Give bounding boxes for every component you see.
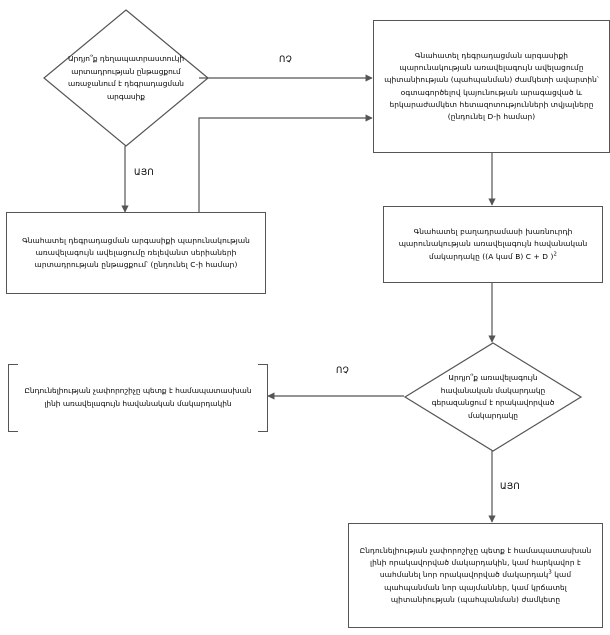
footnote-marker-2: 2 [553,251,557,258]
edge-label-top-yes: ԱՅՈ [134,168,155,178]
edge-left-to-topright [198,114,373,212]
decision-exceeds-qualified-level[interactable]: Արդյո՞ք առավելագույն հավանական մակարդակը… [403,342,583,452]
box-acceptance-criterion-qualified-label-b: կամ պահպանման նոր պայմաններ, կամ կրճատել… [384,570,572,604]
decision-degradation-product-label: Արդյո՞ք դեղապատրաստուկի արտադրության ընթ… [67,53,185,101]
box-evaluate-shelf-life-increase-label: Գնահատել դեգրադացման արգասիքի պարունակու… [384,50,599,121]
box-evaluate-shelf-life-increase[interactable]: Գնահատել դեգրադացման արգասիքի պարունակու… [373,20,610,153]
edge-label-top-no: ՈՉ [279,55,293,65]
decision-degradation-product[interactable]: Արդյո՞ք դեղապատրաստուկի արտադրության ընթ… [42,8,210,148]
box-acceptance-criterion-max-probable[interactable]: Ընդունելիության չափորոշիչը պետք է համապա… [8,364,268,432]
box-evaluate-max-probable-level[interactable]: Գնահատել բաղադրամասի խառնուրդի պարունակո… [383,206,603,283]
decision-exceeds-qualified-level-label: Արդյո՞ք առավելագույն հավանական մակարդակը… [431,372,555,420]
box-evaluate-manufacturing-increase-label: Գնահատել դեգրադացման արգասիքի պարունակու… [22,235,250,270]
box-evaluate-max-probable-level-label: Գնահատել բաղադրամասի խառնուրդի պարունակո… [398,227,588,261]
bracket-left-rule [8,364,18,432]
bracket-right-rule [258,364,268,432]
box-acceptance-criterion-qualified[interactable]: Ընդունելիության չափորոշիչը պետք է համապա… [348,523,603,628]
box-acceptance-criterion-max-probable-label: Ընդունելիության չափորոշիչը պետք է համապա… [24,386,252,408]
edge-label-bottom-no: ՈՉ [336,366,350,376]
box-acceptance-criterion-qualified-label-a: Ընդունելիության չափորոշիչը պետք է համապա… [359,545,592,580]
footnote-marker-3: 3 [548,569,552,576]
box-evaluate-manufacturing-increase[interactable]: Գնահատել դեգրադացման արգասիքի պարունակու… [6,212,266,294]
edge-label-bottom-yes: ԱՅՈ [500,482,521,492]
